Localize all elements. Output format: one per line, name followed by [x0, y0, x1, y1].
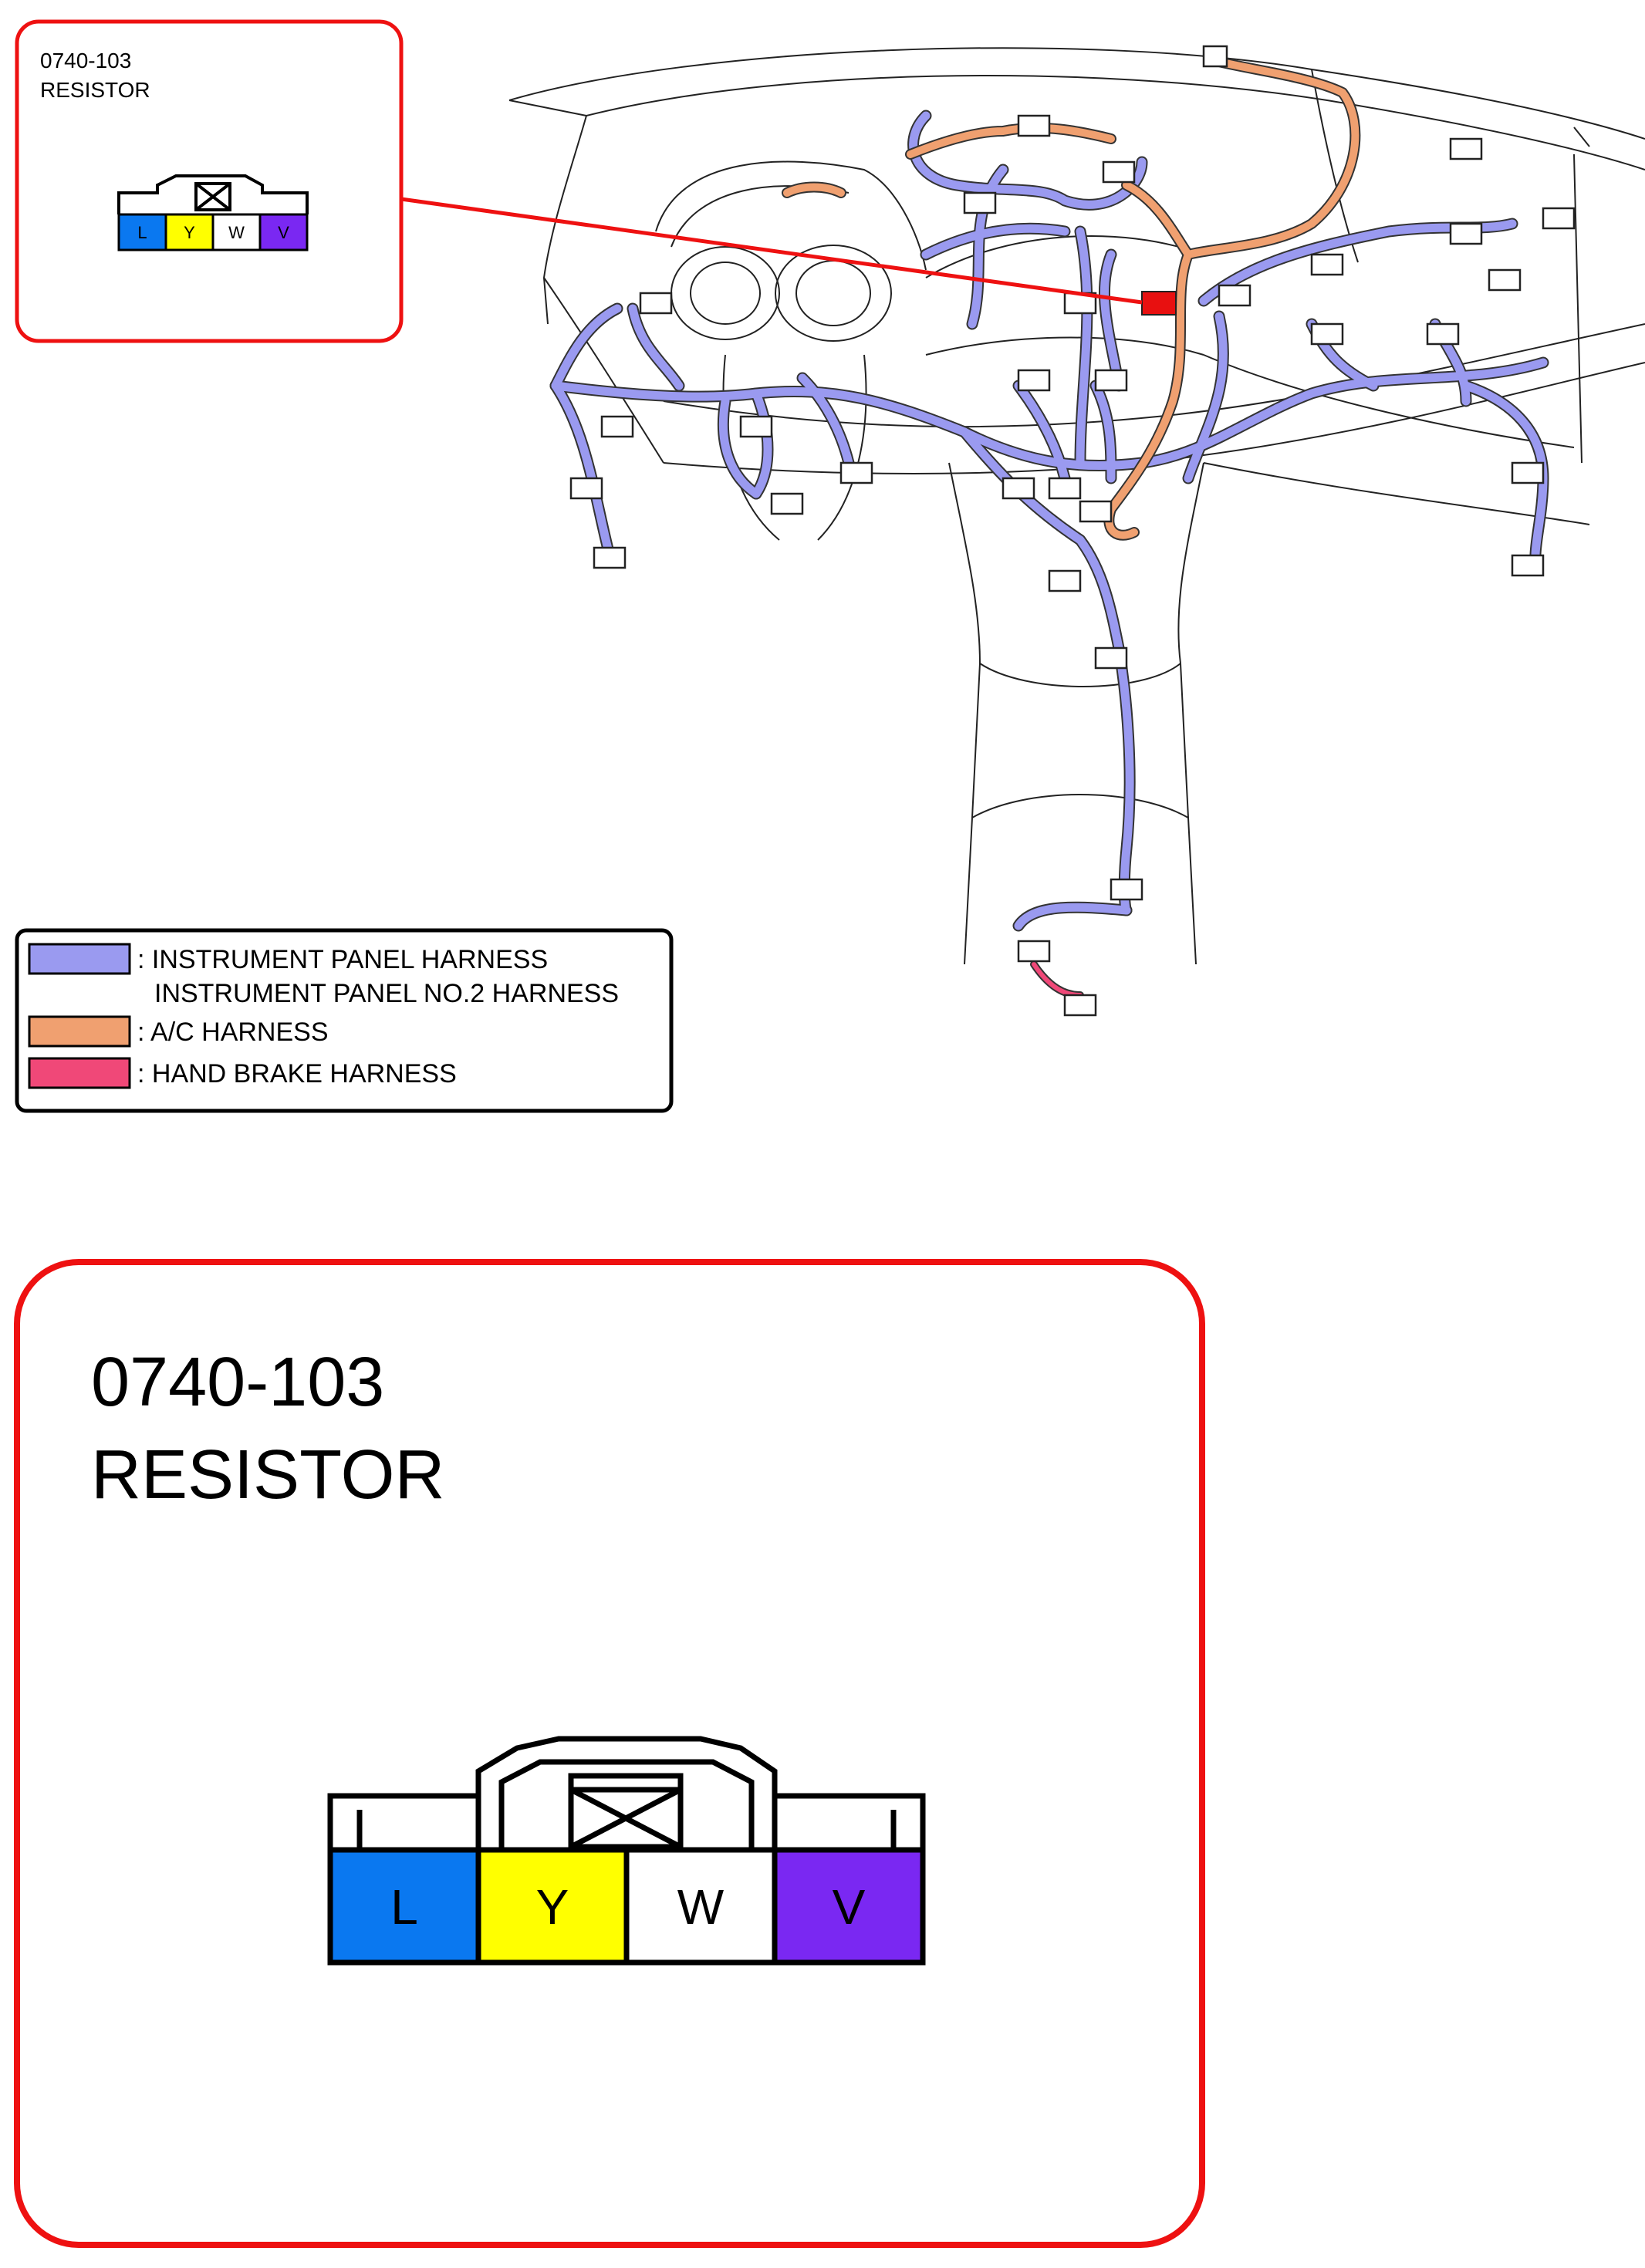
small-pin-l	[117, 213, 167, 251]
legend-items: : INSTRUMENT PANEL HARNESS INSTRUMENT PAN…	[28, 943, 619, 1089]
resistor-connector-location	[1141, 291, 1177, 316]
small-pin-w	[211, 213, 262, 251]
legend-label: INSTRUMENT PANEL NO.2 HARNESS	[154, 979, 619, 1008]
large-pin-w	[623, 1847, 778, 1966]
legend-label: : HAND BRAKE HARNESS	[137, 1059, 457, 1088]
large-connector-face	[327, 1736, 926, 1850]
harness-legend: : INSTRUMENT PANEL HARNESS INSTRUMENT PAN…	[15, 928, 674, 1113]
large-pin-label: W	[677, 1879, 725, 1935]
legend-label: : A/C HARNESS	[137, 1018, 329, 1047]
small-connector-face	[117, 174, 309, 214]
small-pin-label: Y	[184, 223, 195, 242]
small-pin-v	[258, 213, 309, 251]
callout-leader-line	[400, 197, 1143, 305]
large-pin-v	[772, 1847, 926, 1966]
legend-swatch-2	[28, 1057, 131, 1089]
large-pin-label: Y	[536, 1879, 569, 1935]
large-callout-code: 0740-103	[91, 1344, 384, 1421]
legend-swatch-0	[28, 943, 131, 975]
large-pin-y	[475, 1847, 630, 1966]
small-callout-code: 0740-103	[40, 49, 131, 73]
legend-swatch-1	[28, 1015, 131, 1048]
large-pin-label: V	[833, 1879, 866, 1935]
small-pin-y	[164, 213, 214, 251]
dashboard-outline	[508, 47, 1645, 965]
hand-brake-harness-wire	[1030, 960, 1084, 999]
small-pin-label: W	[228, 223, 245, 242]
large-connector-callout: 0740-103 RESISTOR L Y W V	[14, 1259, 1205, 2248]
small-callout-name: RESISTOR	[40, 78, 150, 102]
ac-harness-wires	[782, 56, 1361, 541]
large-pin-label: L	[390, 1879, 418, 1935]
small-connector-callout: 0740-103 RESISTOR L Y W V	[15, 19, 404, 343]
small-pin-label: V	[278, 223, 289, 242]
small-pin-label: L	[137, 223, 147, 242]
legend-label: : INSTRUMENT PANEL HARNESS	[137, 945, 548, 974]
instrument-panel-harness-wires	[549, 110, 1549, 932]
harness-connectors	[569, 45, 1576, 1017]
large-callout-name: RESISTOR	[91, 1436, 444, 1514]
